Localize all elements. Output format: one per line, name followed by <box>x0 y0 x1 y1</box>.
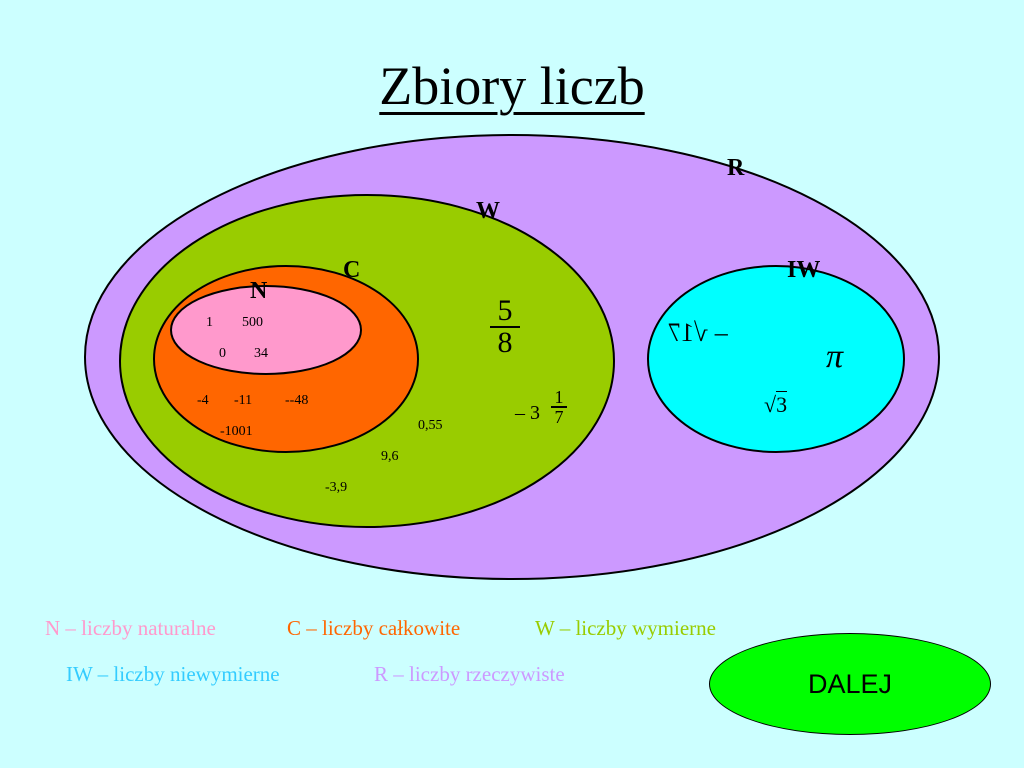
pi-symbol: π <box>826 338 844 375</box>
mixed-fraction: 1 7 <box>551 388 567 426</box>
set-n-ellipse <box>170 285 362 375</box>
natural-number: 500 <box>242 315 263 330</box>
fraction-numerator: 5 <box>497 294 513 327</box>
set-iw-ellipse <box>647 265 905 453</box>
set-r-label: R <box>727 155 745 181</box>
legend-integers: C – liczby całkowite <box>287 616 461 640</box>
decimal-number: 0,55 <box>418 418 443 433</box>
mixed-number-sign: – 3 <box>515 402 540 424</box>
fraction-denominator: 7 <box>554 406 564 427</box>
natural-number: 0 <box>219 346 226 361</box>
natural-number: 1 <box>206 315 213 330</box>
natural-number: 34 <box>254 346 268 361</box>
set-w-label: W <box>476 198 500 224</box>
next-button[interactable]: DALEJ <box>709 633 991 735</box>
integer: -4 <box>197 393 209 408</box>
legend-rationals: W – liczby wymierne <box>535 616 716 640</box>
legend-reals: R – liczby rzeczywiste <box>374 662 565 686</box>
fraction-denominator: 8 <box>497 325 513 359</box>
decimal-number: 9,6 <box>381 449 399 464</box>
set-iw-label: IW <box>787 257 821 283</box>
fraction-bar <box>551 406 567 408</box>
integer: -11 <box>234 393 253 408</box>
set-c-label: C <box>343 257 361 283</box>
fraction-bar <box>490 326 520 328</box>
set-n-label: N <box>250 278 268 304</box>
legend-irrationals: IW – liczby niewymierne <box>66 662 280 686</box>
root-seventeen: – √17 <box>668 318 728 347</box>
page-title: Zbiory liczb <box>379 56 645 116</box>
integer: --48 <box>285 393 309 408</box>
fraction-five-eighths: 5 8 <box>490 296 520 358</box>
decimal-number: -3,9 <box>325 480 348 495</box>
integer: -1001 <box>220 424 253 439</box>
sqrt-three: √3 <box>764 391 788 418</box>
legend-natural: N – liczby naturalne <box>45 616 216 640</box>
radicand: 3 <box>776 391 788 417</box>
radical-sign: √ <box>764 392 777 417</box>
fraction-numerator: 1 <box>554 387 564 407</box>
